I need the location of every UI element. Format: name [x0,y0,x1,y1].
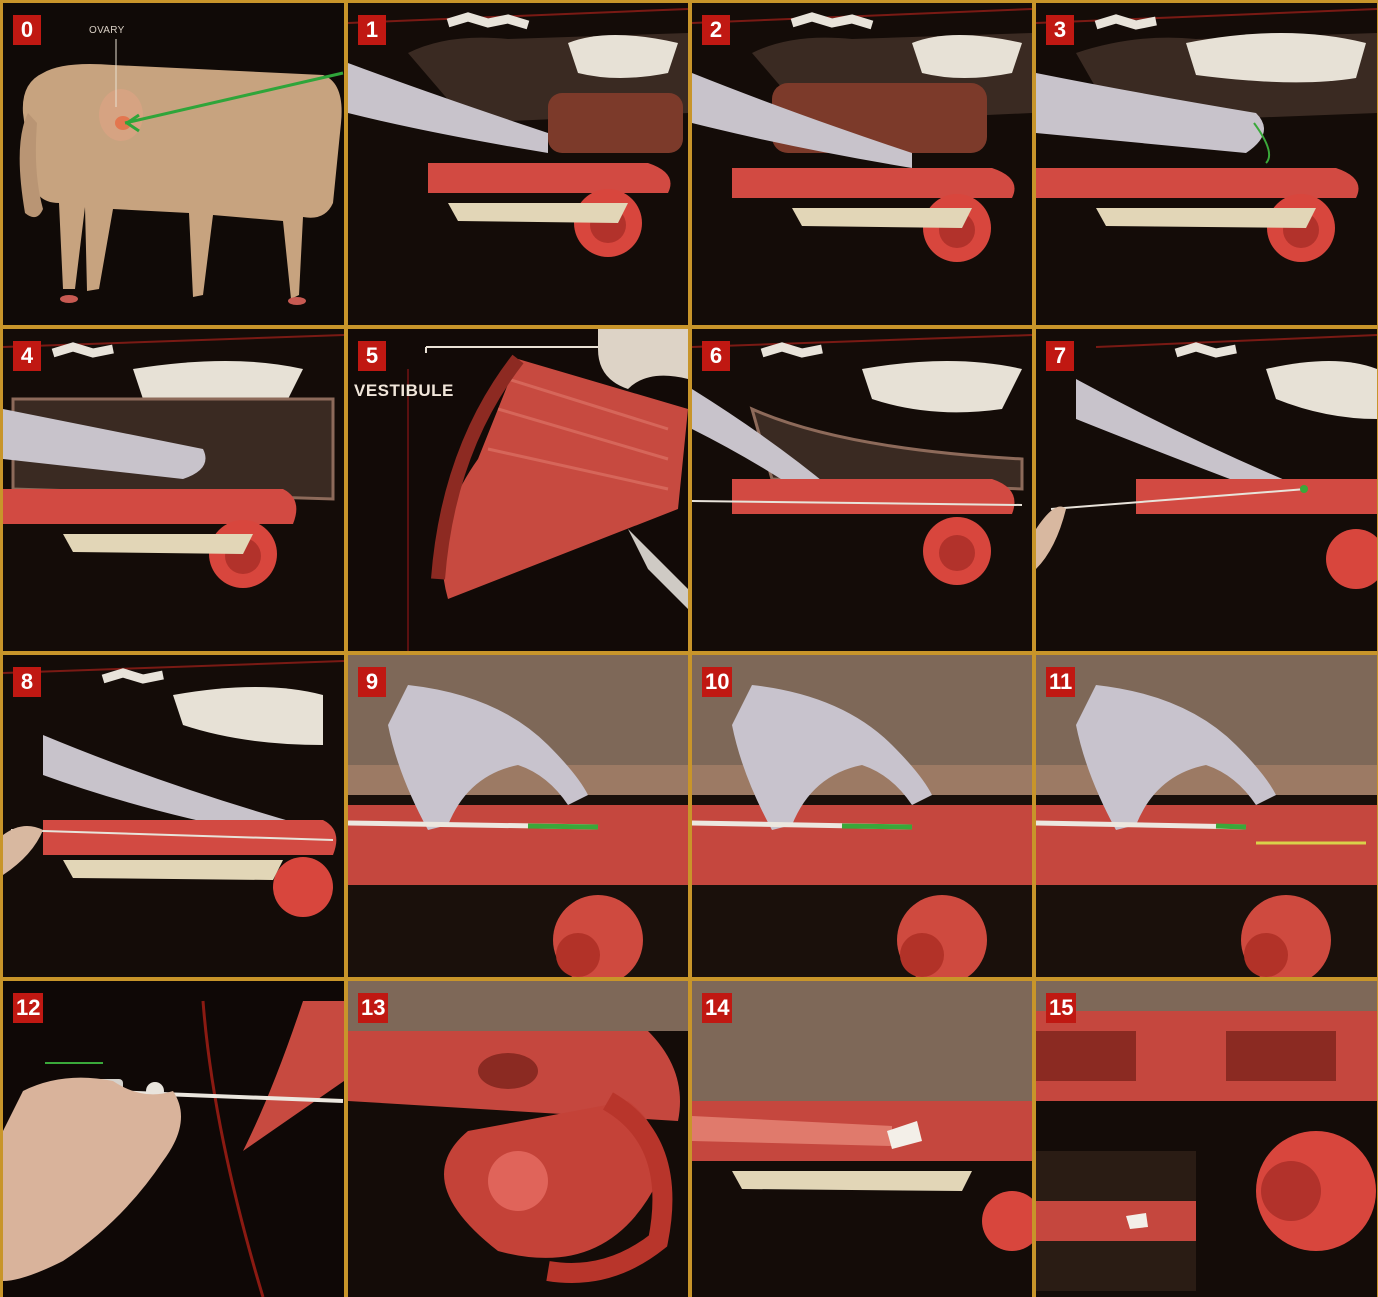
step-number-badge: 6 [702,341,730,371]
step-number-badge: 11 [1046,667,1075,697]
cow-illustration [3,3,344,325]
step-number-badge: 0 [13,15,41,45]
rectal-palpation-illustration [1036,3,1377,325]
panel-4: 4 [3,329,344,651]
step-number-badge: 14 [702,993,732,1023]
panel-7: 7 [1036,329,1377,651]
catheter-insertion-illustration [692,329,1032,651]
step-number-badge: 4 [13,341,41,371]
panel-2: 2 [692,3,1032,325]
panel-15: 15 [1036,981,1377,1297]
panel-9: 9 [348,655,688,977]
step-number-badge: 12 [13,993,43,1023]
panel-11: 11 [1036,655,1377,977]
panel-10: 10 [692,655,1032,977]
panel-0: 0 OVARY [3,3,344,325]
panel-1: 1 [348,3,688,325]
step-number-badge: 10 [702,667,732,697]
cervix-manipulation-illustration [348,655,688,977]
semen-deposition-illustration [1036,655,1377,977]
sperm-transport-illustration [1036,981,1377,1297]
step-number-badge: 15 [1046,993,1076,1023]
step-number-badge: 9 [358,667,386,697]
vestibule-label: VESTIBULE [354,381,454,401]
rectal-palpation-illustration [692,3,1032,325]
cervix-manipulation-illustration [692,655,1032,977]
step-number-badge: 1 [358,15,386,45]
step-number-badge: 7 [1046,341,1074,371]
uterine-horn-illustration [348,981,688,1297]
panel-13: 13 [348,981,688,1297]
panel-8: 8 [3,655,344,977]
rectal-palpation-illustration [3,329,344,651]
panel-6: 6 [692,329,1032,651]
vestibule-illustration [348,329,688,651]
catheter-insertion-illustration [3,655,344,977]
rectal-palpation-illustration [348,3,688,325]
step-number-badge: 8 [13,667,41,697]
syringe-plunger-illustration [3,981,344,1297]
ovary-label: OVARY [89,25,125,36]
panel-3: 3 [1036,3,1377,325]
step-number-badge: 3 [1046,15,1074,45]
panel-14: 14 [692,981,1032,1297]
panel-5: 5 VESTIBULE [348,329,688,651]
panel-12: 12 [3,981,344,1297]
uterine-body-illustration [692,981,1032,1297]
step-number-badge: 5 [358,341,386,371]
step-number-badge: 2 [702,15,730,45]
step-number-badge: 13 [358,993,388,1023]
catheter-insertion-illustration [1036,329,1377,651]
